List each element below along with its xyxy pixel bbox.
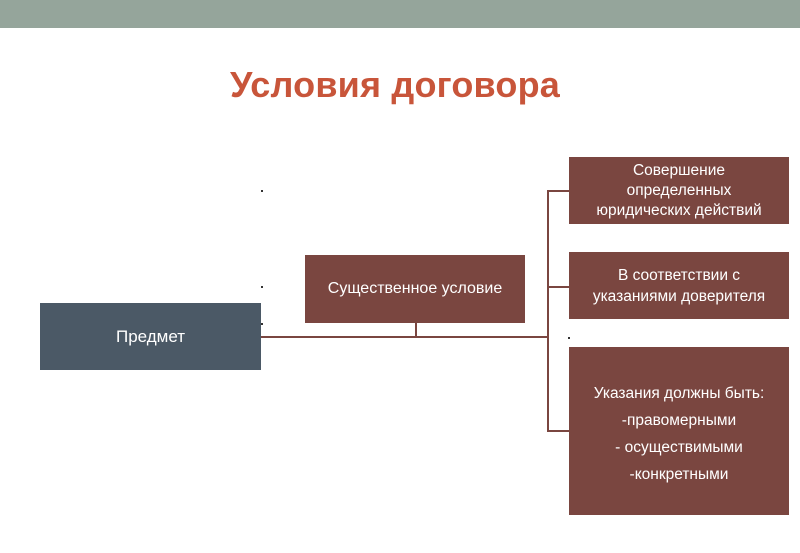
- stray-dot: [261, 323, 263, 325]
- condition-box-instruction-requirements: Указания должны быть: -правомерными - ос…: [569, 347, 789, 515]
- condition-box-legal-actions: Совершение определенных юридических дейс…: [569, 157, 789, 224]
- condition-line: -правомерными: [621, 412, 737, 429]
- subject-label: Предмет: [115, 326, 186, 346]
- condition-line: Совершение: [632, 161, 725, 179]
- stray-dot: [261, 286, 263, 288]
- top-bar: [0, 0, 800, 28]
- connector-branch-vertical: [547, 190, 549, 432]
- condition-line: В соответствии с: [617, 266, 741, 284]
- essential-condition-box: Существенное условие: [305, 255, 525, 323]
- condition-box-principal-instructions: В соответствии с указаниями доверителя: [569, 252, 789, 319]
- essential-condition-label: Существенное условие: [327, 280, 503, 297]
- condition-line: определенных: [626, 181, 732, 199]
- condition-line: - осуществимыми: [615, 439, 743, 456]
- condition-line: Указания должны быть:: [593, 385, 765, 402]
- stray-dot: [568, 337, 570, 339]
- connector-main-horizontal: [261, 336, 549, 338]
- condition-line: -конкретными: [629, 466, 729, 483]
- condition-line: юридических действий: [596, 201, 762, 219]
- stray-dot: [261, 190, 263, 192]
- subject-box: Предмет: [40, 303, 261, 370]
- connector-branch-2: [547, 286, 569, 288]
- connector-branch-3: [547, 430, 569, 432]
- condition-line: указаниями доверителя: [592, 287, 766, 305]
- connector-essential-stem: [415, 323, 417, 337]
- slide-title: Условия договора: [229, 64, 560, 105]
- connector-branch-1: [547, 190, 569, 192]
